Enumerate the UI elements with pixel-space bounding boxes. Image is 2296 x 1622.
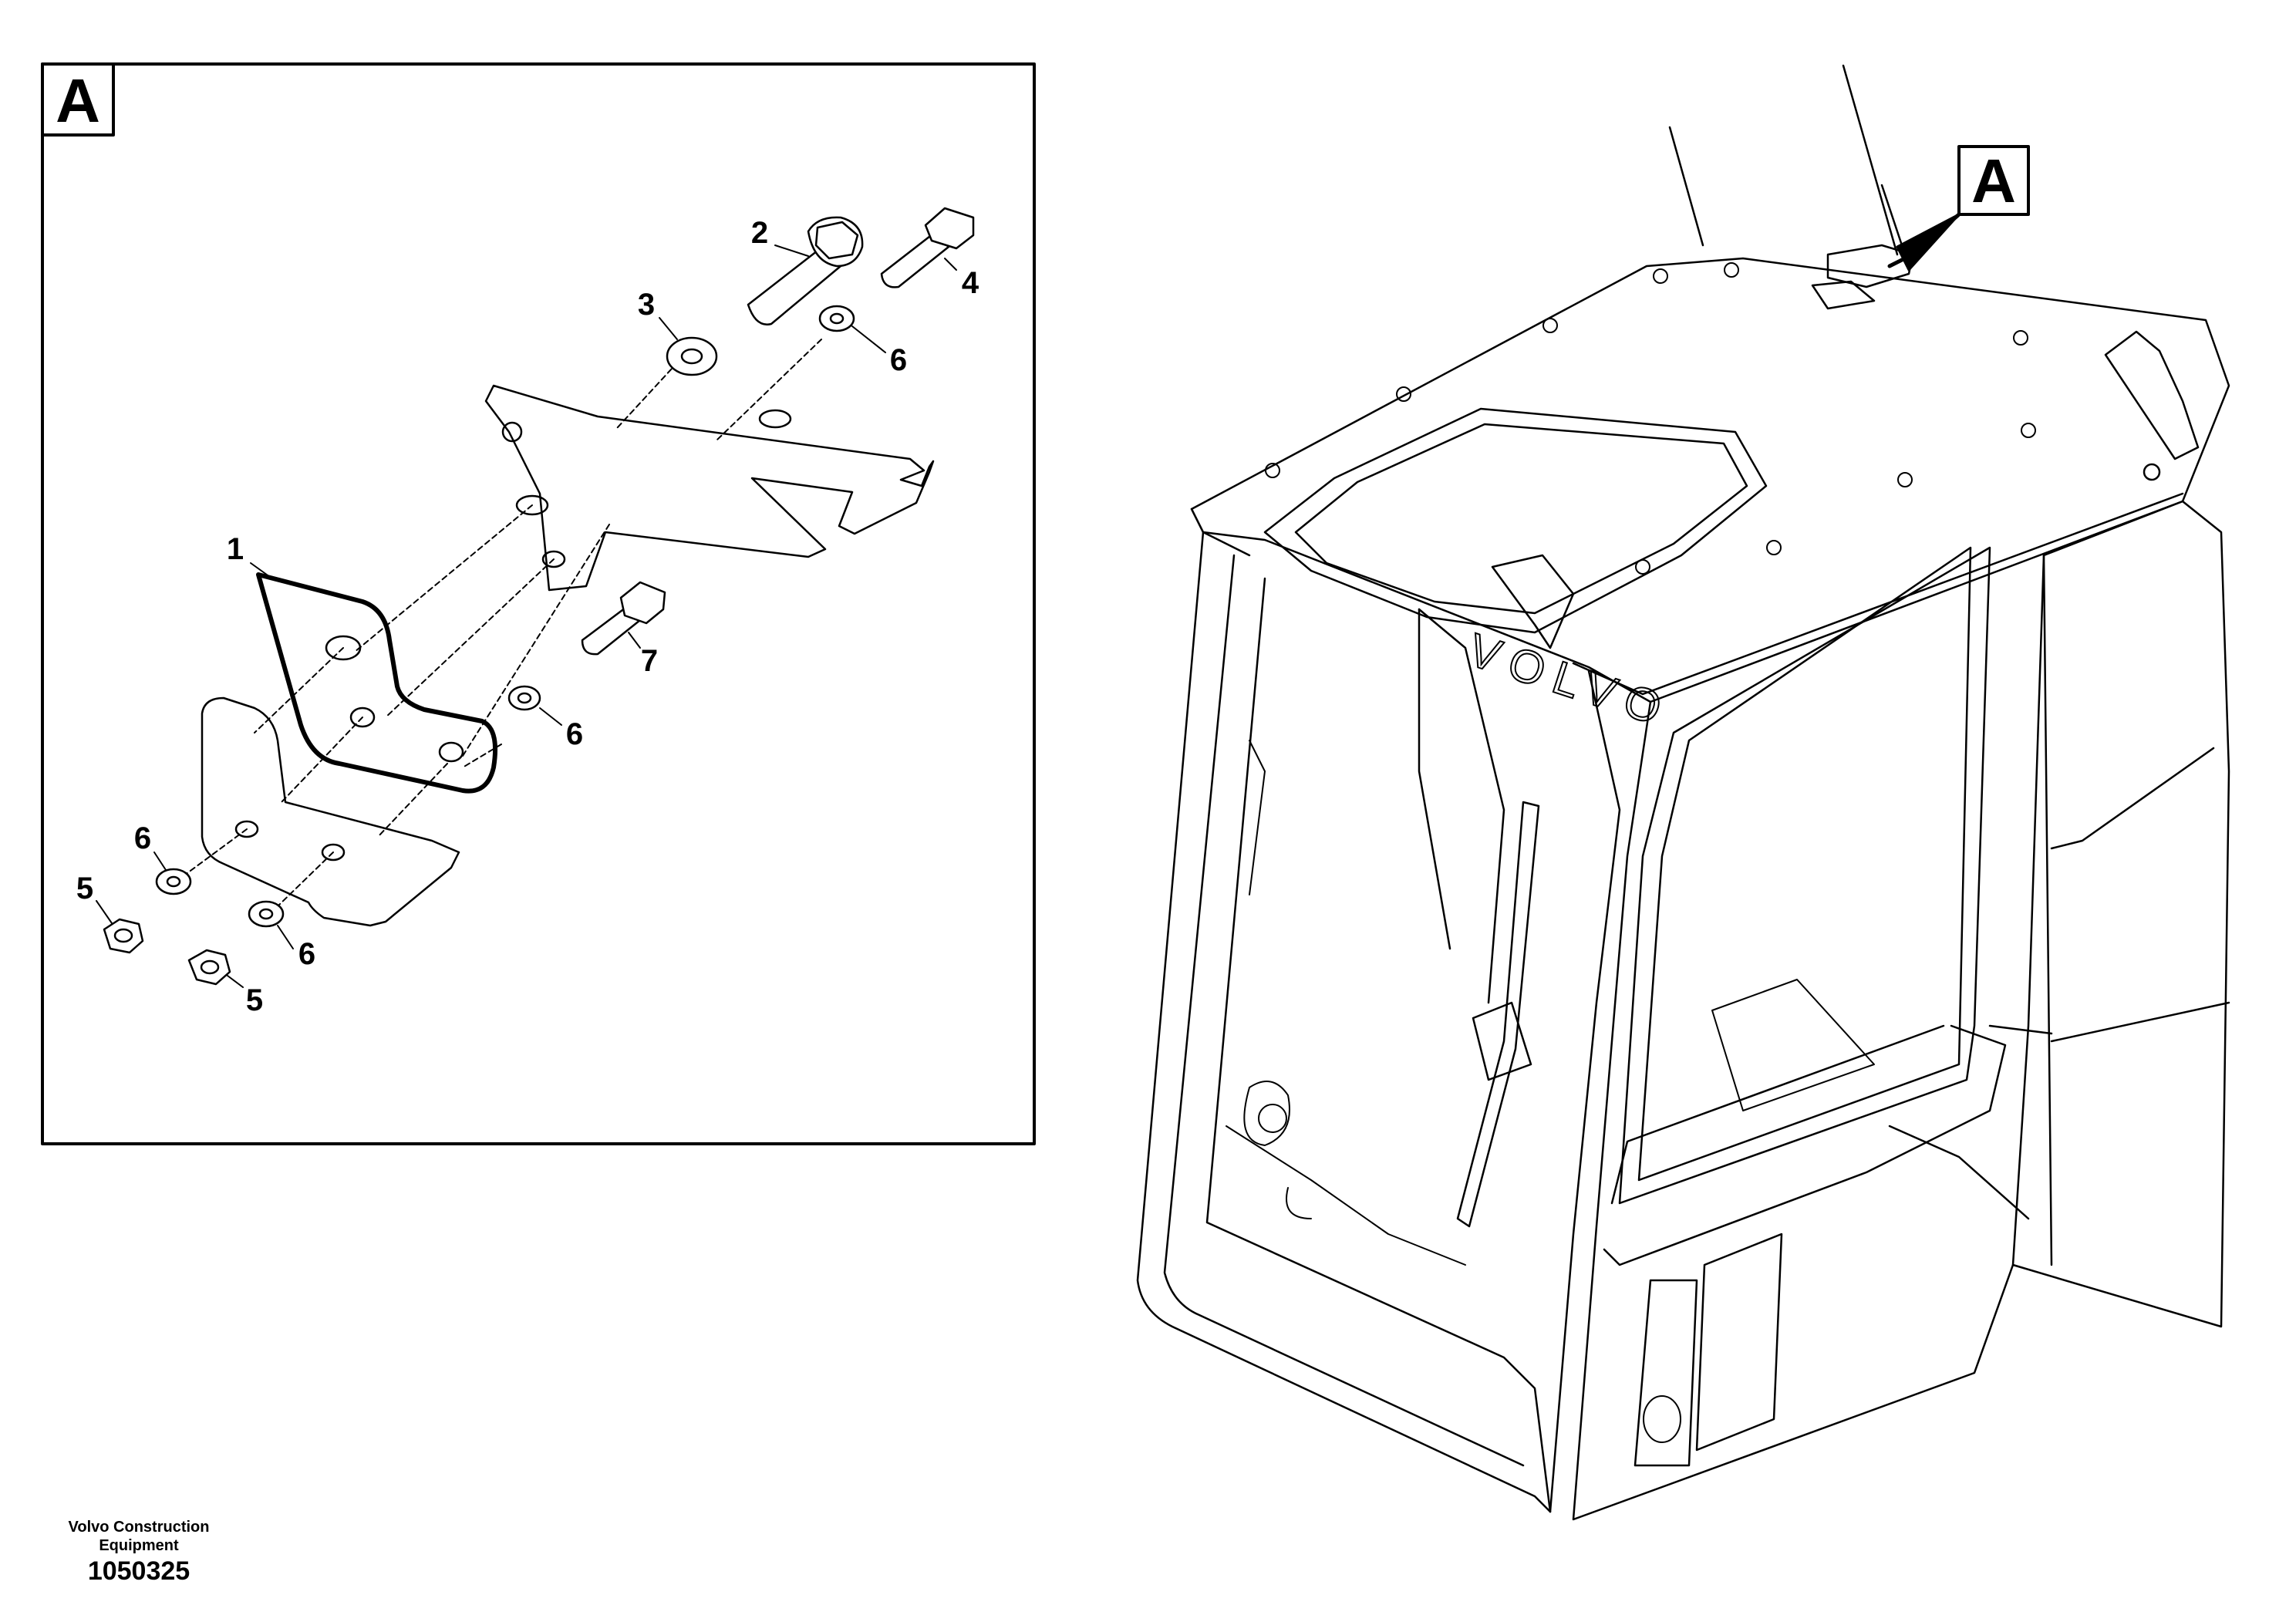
callout-6-low: 6 bbox=[298, 937, 315, 971]
volvo-logo-plate bbox=[1643, 1395, 1681, 1443]
cab-body bbox=[1136, 500, 2230, 1521]
detail-section-label: A bbox=[56, 66, 100, 135]
nut-5-right bbox=[187, 949, 231, 986]
cab-interior bbox=[1226, 740, 1875, 1266]
antenna-bracket bbox=[1811, 244, 1914, 310]
callout-4: 4 bbox=[962, 266, 979, 300]
callout-5-right: 5 bbox=[246, 983, 263, 1017]
callout-6-mid: 6 bbox=[566, 717, 583, 751]
section-marker-a bbox=[1887, 145, 2030, 271]
bolt-7 bbox=[581, 581, 666, 656]
flange-bolt-2 bbox=[747, 216, 864, 325]
callout-6-left: 6 bbox=[134, 821, 151, 855]
detail-frame bbox=[41, 62, 1036, 1145]
washer-6-mid bbox=[507, 685, 541, 711]
plate-1 bbox=[256, 572, 498, 794]
base-hole-2 bbox=[321, 843, 346, 862]
bracket-hole-top bbox=[501, 421, 523, 443]
base-bracket bbox=[201, 696, 460, 927]
antennas bbox=[1668, 64, 1907, 256]
callout-5-left: 5 bbox=[76, 872, 93, 905]
cab-logo-text: VOLVO bbox=[1462, 624, 1678, 738]
washer-6-low bbox=[248, 900, 285, 928]
washer-3 bbox=[666, 336, 718, 376]
assembly-lines bbox=[178, 339, 822, 907]
drawing-number: 1050325 bbox=[87, 1556, 190, 1586]
bracket-hole-mid bbox=[515, 494, 549, 516]
callout-2: 2 bbox=[751, 216, 768, 250]
plate-hole-3 bbox=[438, 741, 464, 763]
plate-hole-2 bbox=[349, 706, 376, 728]
base-hole-1 bbox=[234, 820, 259, 838]
callout-6-top: 6 bbox=[890, 343, 907, 377]
cab-section-marker-label: A bbox=[1971, 147, 2016, 215]
company-name: Volvo Construction Equipment bbox=[68, 1519, 210, 1554]
nut-5-left bbox=[103, 918, 144, 954]
bracket-hole-low bbox=[541, 550, 566, 568]
callout-3: 3 bbox=[638, 288, 655, 322]
washer-6-left bbox=[155, 868, 192, 895]
mounting-bracket bbox=[484, 384, 935, 592]
bolt-4 bbox=[880, 207, 975, 288]
cab-roof bbox=[1190, 257, 2230, 703]
roof-hatch bbox=[1263, 407, 1768, 649]
leader-lines bbox=[96, 244, 957, 988]
wiper-assembly bbox=[1418, 608, 1540, 1228]
corner-bracket bbox=[2104, 330, 2200, 481]
bracket-slot bbox=[758, 409, 792, 429]
washer-6-top bbox=[818, 305, 855, 332]
callout-1: 1 bbox=[227, 532, 244, 566]
cab-door-frame bbox=[1603, 1024, 2030, 1266]
callout-7: 7 bbox=[641, 644, 658, 678]
roof-bolts bbox=[1265, 262, 2036, 575]
